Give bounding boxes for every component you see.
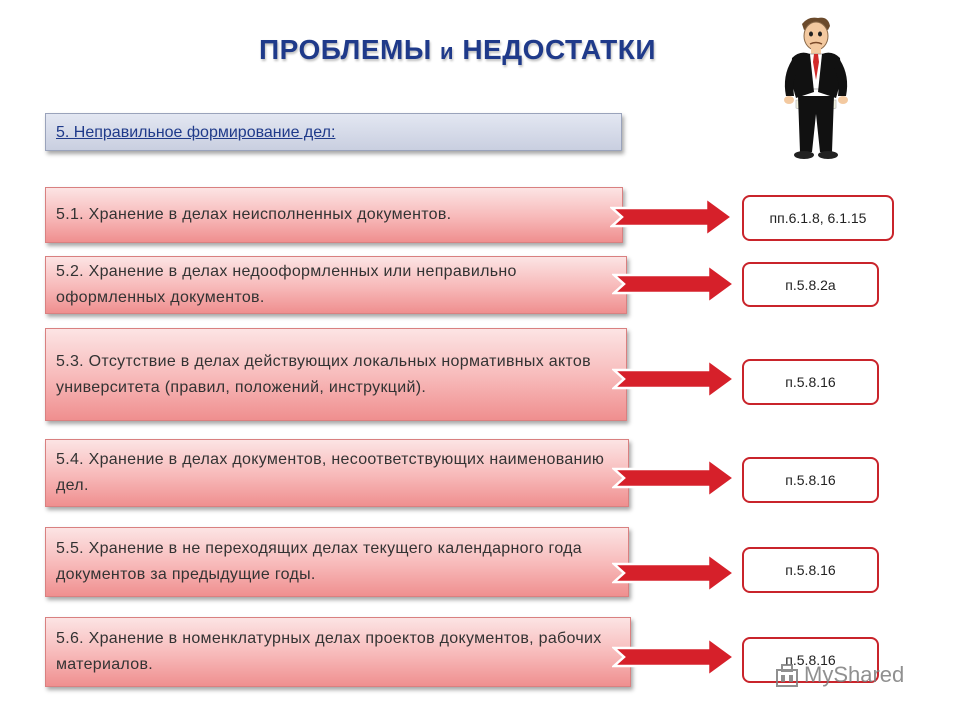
list-item: 5.5. Хранение в не переходящих делах тек…	[45, 527, 629, 597]
list-item: 5.1. Хранение в делах неисполненных доку…	[45, 187, 623, 243]
man-with-empty-pockets-icon	[784, 17, 848, 159]
reference-box: п.5.8.16	[742, 547, 879, 593]
list-item: 5.3. Отсутствие в делах действующих лока…	[45, 328, 627, 421]
watermark-text: MyShared	[804, 662, 905, 687]
list-item: 5.6. Хранение в номенклатурных делах про…	[45, 617, 631, 687]
reference-text: пп.6.1.8, 6.1.15	[769, 210, 867, 226]
list-item-text: 5.5. Хранение в не переходящих делах тек…	[56, 540, 583, 583]
list-item: 5.4. Хранение в делах документов, несоот…	[45, 439, 629, 507]
arrow-right-icon	[612, 636, 737, 678]
list-item: 5.2. Хранение в делах недооформленных ил…	[45, 256, 627, 314]
list-item-text: 5.4. Хранение в делах документов, несоот…	[56, 451, 605, 494]
reference-box: п.5.8.16	[742, 637, 879, 683]
arrow-right-icon	[612, 358, 737, 400]
reference-box: пп.6.1.8, 6.1.15	[742, 195, 894, 241]
page-title: ПРОБЛЕМЫ и НЕДОСТАТКИ	[0, 34, 915, 66]
reference-text: п.5.8.2а	[785, 276, 836, 293]
list-item-text: 5.1. Хранение в делах неисполненных доку…	[56, 206, 452, 223]
title-rest: НЕДОСТАТКИ	[462, 34, 656, 65]
list-item-text: 5.2. Хранение в делах недооформленных ил…	[56, 263, 517, 306]
reference-box: п.5.8.2а	[742, 262, 879, 307]
reference-text: п.5.8.16	[785, 374, 836, 390]
reference-box: п.5.8.16	[742, 359, 879, 405]
arrow-right-icon	[612, 552, 737, 594]
section-heading: 5. Неправильное формирование дел:	[45, 113, 622, 151]
title-main: ПРОБЛЕМЫ	[259, 34, 432, 65]
list-item-text: 5.3. Отсутствие в делах действующих лока…	[56, 352, 591, 396]
reference-box: п.5.8.16	[742, 457, 879, 503]
title-conj: и	[440, 39, 455, 64]
reference-text: п.5.8.16	[785, 562, 836, 578]
arrow-right-icon	[612, 263, 737, 305]
section-heading-text: 5. Неправильное формирование дел:	[56, 124, 336, 141]
myshared-logo-icon	[776, 664, 798, 687]
reference-text: п.5.8.16	[785, 472, 836, 488]
reference-text: п.5.8.16	[785, 652, 836, 668]
arrow-right-icon	[610, 196, 735, 238]
arrow-right-icon	[612, 457, 737, 499]
watermark: MyShared	[774, 660, 924, 690]
list-item-text: 5.6. Хранение в номенклатурных делах про…	[56, 630, 602, 673]
